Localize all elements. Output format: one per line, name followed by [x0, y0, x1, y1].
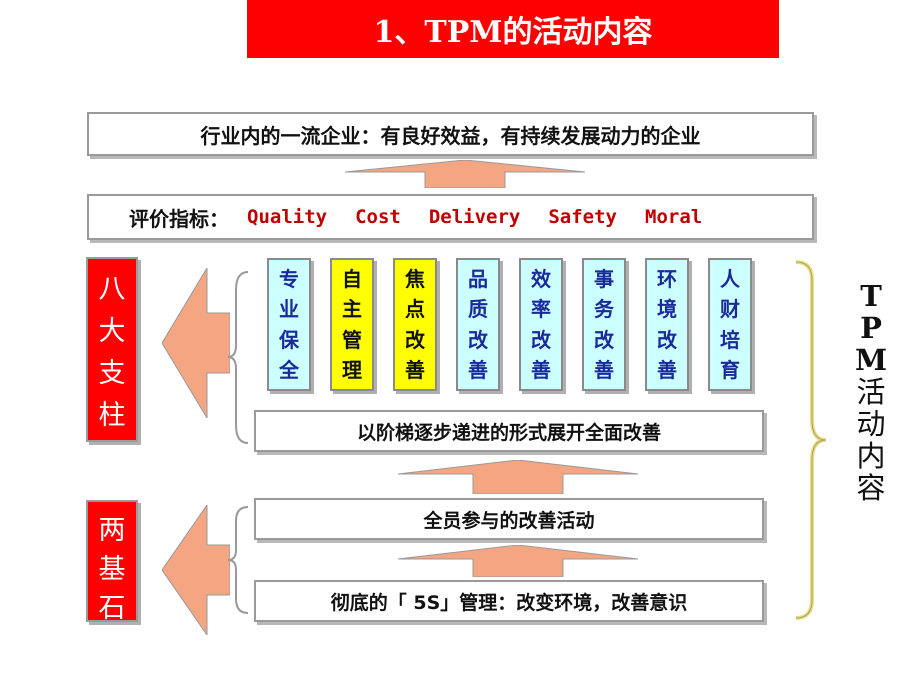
pillars-label-char: 八	[98, 273, 126, 305]
pillars-label-char: 支	[98, 358, 126, 390]
evaluation-label: 评价指标：	[129, 206, 229, 231]
tpm-label-char: 内	[856, 439, 886, 473]
pillar-char: 业	[279, 297, 299, 322]
pillar-char: 质	[468, 297, 488, 322]
pillar-char: 品	[468, 267, 488, 292]
pillar-char: 善	[531, 357, 551, 382]
left-arrow-icon	[162, 268, 230, 418]
pillar-char: 点	[405, 297, 425, 322]
pillar-char: 培	[720, 327, 740, 352]
pillar-char: 全	[279, 357, 299, 382]
pillar-char: 善	[468, 357, 488, 382]
pillar-char: 善	[657, 357, 677, 382]
left-brace-icon	[228, 506, 249, 614]
pillar-8: 人财培育	[708, 258, 752, 391]
pillar-char: 善	[405, 357, 425, 382]
up-arrow-icon	[398, 460, 638, 494]
pillar-char: 改	[594, 327, 614, 352]
metric-quality: Quality	[247, 206, 328, 228]
tpm-label-char: M	[854, 343, 888, 377]
tpm-label-char: P	[860, 311, 882, 345]
pillar-7: 环境改善	[645, 258, 689, 391]
pillar-char: 焦	[405, 267, 425, 292]
tpm-label-char: 容	[856, 471, 886, 505]
all-staff-box: 全员参与的改善活动	[254, 498, 764, 540]
two-foundations-label: 两 基 石	[86, 500, 138, 624]
pillar-4: 品质改善	[456, 258, 500, 391]
pillar-char: 人	[720, 267, 740, 292]
pillar-3: 焦点改善	[393, 258, 437, 391]
five-s-box: 彻底的「 5S」管理：改变环境，改善意识	[254, 580, 764, 622]
metric-safety: Safety	[548, 206, 617, 228]
left-arrow-icon	[162, 505, 230, 635]
pillars-label-char: 大	[98, 315, 126, 347]
pillar-char: 育	[720, 357, 740, 382]
goal-box: 行业内的一流企业：有良好效益，有持续发展动力的企业	[87, 112, 814, 156]
pillar-1: 专业保全	[267, 258, 311, 391]
pillar-char: 改	[405, 327, 425, 352]
metric-cost: Cost	[355, 206, 401, 228]
pillar-char: 率	[531, 297, 551, 322]
eight-pillars-label: 八 大 支 柱	[86, 257, 138, 442]
pillar-5: 效率改善	[519, 258, 563, 391]
right-brace-icon	[795, 260, 827, 620]
base-label-char: 两	[98, 515, 126, 546]
pillar-char: 改	[657, 327, 677, 352]
up-arrow-icon	[345, 160, 585, 188]
tpm-activity-label: T P M 活 动 内 容	[850, 280, 892, 504]
pillar-char: 务	[594, 297, 614, 322]
evaluation-box: 评价指标： Quality Cost Delivery Safety Moral	[87, 194, 814, 240]
pillar-char: 效	[531, 267, 551, 292]
pillar-char: 改	[468, 327, 488, 352]
pillar-2: 自主管理	[330, 258, 374, 391]
up-arrow-icon	[398, 545, 638, 577]
pillar-6: 事务改善	[582, 258, 626, 391]
pillar-char: 管	[342, 327, 362, 352]
tpm-label-char: 动	[856, 407, 886, 441]
pillar-char: 财	[720, 297, 740, 322]
page-title: 1、TPM的活动内容	[247, 0, 779, 58]
metric-moral: Moral	[645, 206, 703, 228]
pillar-char: 理	[342, 357, 362, 382]
tpm-label-char: T	[860, 279, 882, 313]
pillars-label-char: 柱	[98, 400, 126, 432]
base-label-char: 基	[98, 554, 126, 585]
stair-improvement-box: 以阶梯逐步递进的形式展开全面改善	[254, 410, 764, 452]
pillar-char: 自	[342, 267, 362, 292]
left-brace-icon	[228, 271, 249, 444]
pillar-char: 善	[594, 357, 614, 382]
pillar-char: 主	[342, 297, 362, 322]
pillar-char: 境	[657, 297, 677, 322]
base-label-char: 石	[98, 593, 126, 624]
pillar-char: 环	[657, 267, 677, 292]
metric-delivery: Delivery	[428, 206, 521, 228]
tpm-label-char: 活	[856, 375, 886, 409]
pillar-char: 保	[279, 327, 299, 352]
pillar-char: 改	[531, 327, 551, 352]
pillar-char: 事	[594, 267, 614, 292]
pillar-char: 专	[279, 267, 299, 292]
